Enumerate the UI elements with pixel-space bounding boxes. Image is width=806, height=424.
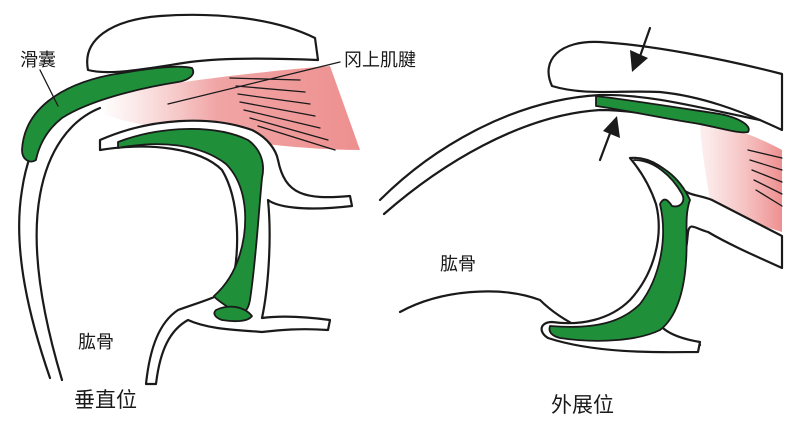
right-humerus-outline xyxy=(378,93,762,202)
right-arrow-bottom xyxy=(598,116,620,162)
label-humerus-right: 肱骨 xyxy=(440,254,476,275)
left-glenoid-lip xyxy=(213,305,253,323)
label-vertical-position: 垂直位 xyxy=(74,388,137,412)
right-acromion xyxy=(547,40,784,132)
right-glenoid-cartilage xyxy=(548,159,691,342)
right-panel xyxy=(378,26,784,354)
left-panel xyxy=(18,13,360,386)
left-bursa-pointer xyxy=(39,69,59,107)
left-humerus-inner xyxy=(35,106,102,382)
right-arrow-top xyxy=(630,26,652,72)
label-supraspinatus-tendon: 冈上肌腱 xyxy=(344,50,416,71)
left-bursa xyxy=(21,65,195,163)
right-bursa xyxy=(595,95,750,134)
left-tendon-fibers xyxy=(229,77,336,151)
right-tendon-fibers xyxy=(747,149,783,207)
left-supraspinatus-muscle xyxy=(100,66,360,150)
left-tendon-pointer xyxy=(167,61,341,105)
label-abduction-position: 外展位 xyxy=(551,393,614,417)
label-humerus-left: 肱骨 xyxy=(78,332,114,353)
label-bursa: 滑囊 xyxy=(20,50,56,71)
left-acromion xyxy=(86,13,320,74)
